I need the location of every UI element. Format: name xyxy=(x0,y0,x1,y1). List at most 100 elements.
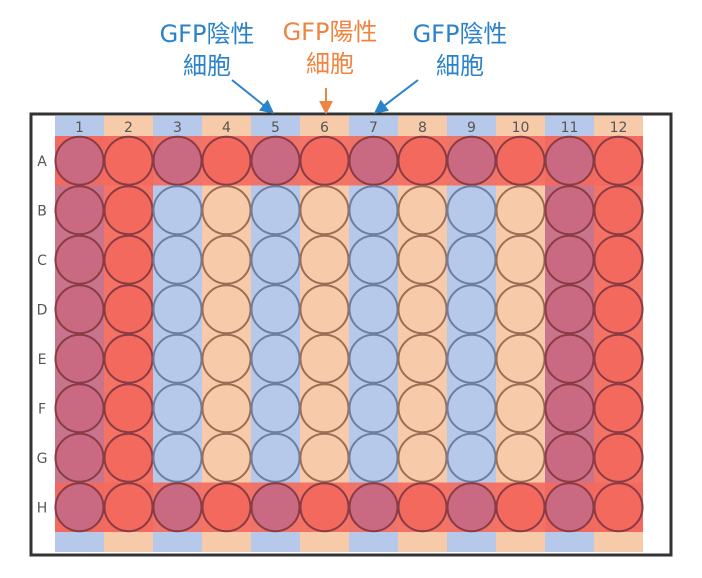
well-E2 xyxy=(103,333,154,384)
wells xyxy=(54,135,644,533)
well-A7 xyxy=(348,135,399,186)
well-H6 xyxy=(299,482,350,533)
column-label-11: 11 xyxy=(561,120,579,136)
well-C7 xyxy=(348,234,399,285)
callout-gfp-negative-left-line1: GFP陰性 xyxy=(159,20,255,48)
well-G12 xyxy=(593,432,644,483)
row-label-H: H xyxy=(37,500,48,516)
well-B1 xyxy=(54,185,105,236)
well-E12 xyxy=(593,333,644,384)
well-G3 xyxy=(152,432,203,483)
well-A3 xyxy=(152,135,203,186)
well-B11 xyxy=(544,185,595,236)
well-F3 xyxy=(152,383,203,434)
well-F5 xyxy=(250,383,301,434)
well-B3 xyxy=(152,185,203,236)
column-label-3: 3 xyxy=(173,120,182,136)
well-D10 xyxy=(495,284,546,335)
well-D4 xyxy=(201,284,252,335)
column-label-2: 2 xyxy=(124,120,133,136)
well-D2 xyxy=(103,284,154,335)
well-A1 xyxy=(54,135,105,186)
well-B5 xyxy=(250,185,301,236)
row-label-G: G xyxy=(37,451,48,467)
well-G11 xyxy=(544,432,595,483)
well-H11 xyxy=(544,482,595,533)
well-H7 xyxy=(348,482,399,533)
well-H2 xyxy=(103,482,154,533)
well-C5 xyxy=(250,234,301,285)
column-label-4: 4 xyxy=(222,120,231,136)
well-A5 xyxy=(250,135,301,186)
well-F4 xyxy=(201,383,252,434)
arrow-to-column-7 xyxy=(373,79,419,114)
well-G1 xyxy=(54,432,105,483)
well-E9 xyxy=(446,333,497,384)
well-C1 xyxy=(54,234,105,285)
row-label-B: B xyxy=(37,203,47,219)
well-F8 xyxy=(397,383,448,434)
well-E5 xyxy=(250,333,301,384)
well-E10 xyxy=(495,333,546,384)
callout-gfp-negative-right: GFP陰性 細胞 xyxy=(400,18,520,82)
well-C12 xyxy=(593,234,644,285)
well-E8 xyxy=(397,333,448,384)
well-E4 xyxy=(201,333,252,384)
column-label-5: 5 xyxy=(271,120,280,136)
well-A11 xyxy=(544,135,595,186)
callout-gfp-negative-left: GFP陰性 細胞 xyxy=(147,18,267,82)
plate-frame xyxy=(29,112,673,557)
callout-gfp-negative-left-line2: 細胞 xyxy=(183,52,231,80)
well-B9 xyxy=(446,185,497,236)
well-H4 xyxy=(201,482,252,533)
well-C10 xyxy=(495,234,546,285)
well-D1 xyxy=(54,284,105,335)
column-label-6: 6 xyxy=(320,120,329,136)
well-G10 xyxy=(495,432,546,483)
well-G8 xyxy=(397,432,448,483)
well-F10 xyxy=(495,383,546,434)
callout-gfp-negative-right-line1: GFP陰性 xyxy=(412,20,508,48)
well-G6 xyxy=(299,432,350,483)
column-label-1: 1 xyxy=(75,120,84,136)
arrow-to-column-5 xyxy=(231,79,275,114)
column-label-9: 9 xyxy=(467,120,476,136)
callout-gfp-positive-line2: 細胞 xyxy=(306,50,354,78)
well-F2 xyxy=(103,383,154,434)
well-G4 xyxy=(201,432,252,483)
well-E1 xyxy=(54,333,105,384)
callout-gfp-positive-line1: GFP陽性 xyxy=(282,18,378,46)
column-label-10: 10 xyxy=(512,120,530,136)
well-E11 xyxy=(544,333,595,384)
well-A10 xyxy=(495,135,546,186)
well-B10 xyxy=(495,185,546,236)
row-label-D: D xyxy=(37,302,48,318)
well-A9 xyxy=(446,135,497,186)
well-D9 xyxy=(446,284,497,335)
well-B4 xyxy=(201,185,252,236)
callout-gfp-negative-right-line2: 細胞 xyxy=(436,52,484,80)
well-B2 xyxy=(103,185,154,236)
row-label-F: F xyxy=(38,401,46,417)
column-label-8: 8 xyxy=(418,120,427,136)
well-G9 xyxy=(446,432,497,483)
well-E7 xyxy=(348,333,399,384)
well-H9 xyxy=(446,482,497,533)
row-label-E: E xyxy=(38,352,47,368)
well-F12 xyxy=(593,383,644,434)
column-label-7: 7 xyxy=(369,120,378,136)
well-D12 xyxy=(593,284,644,335)
well-A12 xyxy=(593,135,644,186)
well-F11 xyxy=(544,383,595,434)
well-G7 xyxy=(348,432,399,483)
well-F7 xyxy=(348,383,399,434)
well-E3 xyxy=(152,333,203,384)
well-B6 xyxy=(299,185,350,236)
well-A2 xyxy=(103,135,154,186)
callout-arrows xyxy=(231,79,419,115)
well-C2 xyxy=(103,234,154,285)
well-A6 xyxy=(299,135,350,186)
well-C4 xyxy=(201,234,252,285)
well-B7 xyxy=(348,185,399,236)
well-H3 xyxy=(152,482,203,533)
